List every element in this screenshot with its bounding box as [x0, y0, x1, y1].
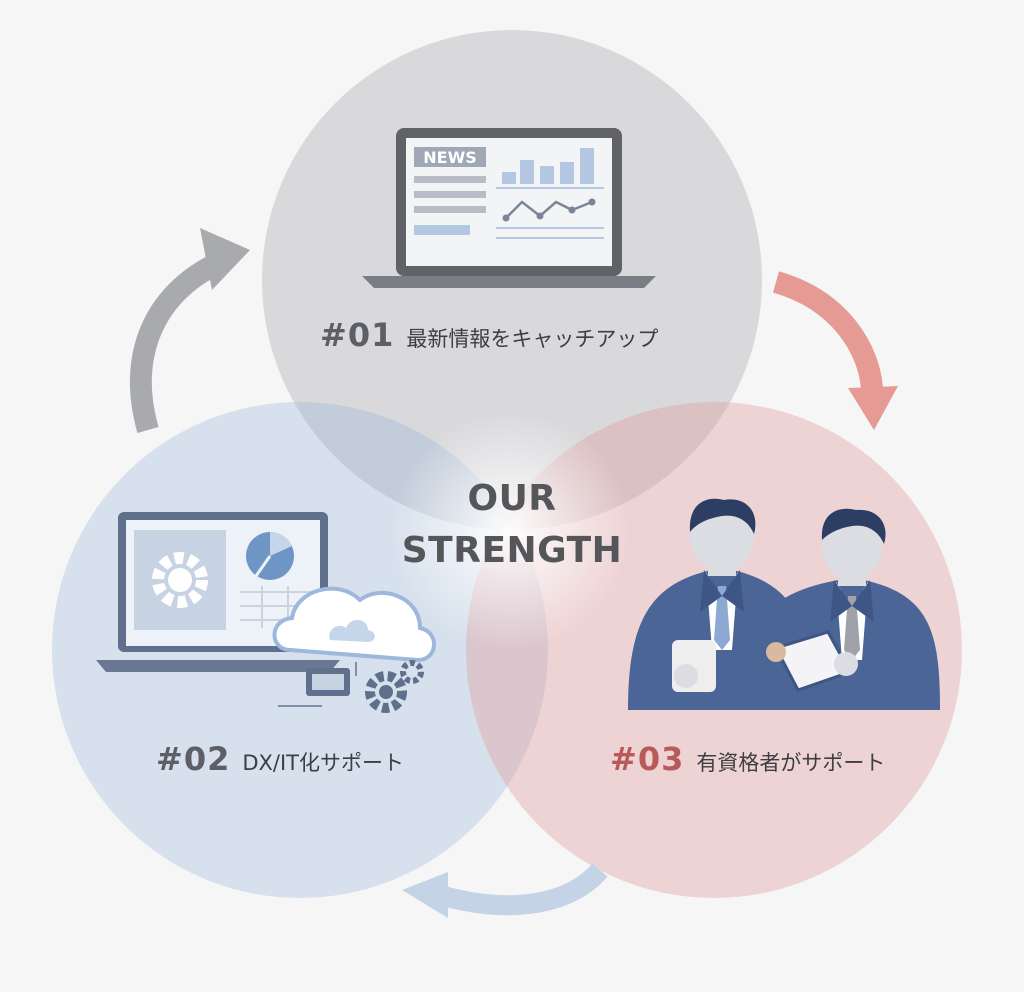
laptop-news-icon: NEWS — [362, 128, 656, 288]
center-title-line2: STRENGTH — [401, 530, 623, 571]
strength-label-02: #02 DX/IT化サポート — [156, 740, 404, 778]
strength-text-03: 有資格者がサポート — [696, 751, 886, 775]
news-text: NEWS — [423, 148, 477, 167]
strength-text-01: 最新情報をキャッチアップ — [406, 327, 659, 351]
center-title-line1: OUR — [467, 478, 557, 519]
businessmen-icon — [628, 498, 940, 710]
strength-label-01: #01 最新情報をキャッチアップ — [320, 316, 658, 354]
strength-text-02: DX/IT化サポート — [242, 751, 404, 775]
strength-label-03: #03 有資格者がサポート — [610, 740, 885, 778]
arrow-blue-icon — [402, 863, 608, 918]
laptop-cloud-gear-icon — [96, 512, 436, 713]
arrow-red-icon — [772, 271, 898, 430]
arrow-gray-icon — [130, 228, 250, 434]
center-glow — [390, 410, 630, 650]
strength-number-01: #01 — [320, 316, 395, 354]
strength-number-03: #03 — [610, 740, 685, 778]
strength-number-02: #02 — [156, 740, 231, 778]
